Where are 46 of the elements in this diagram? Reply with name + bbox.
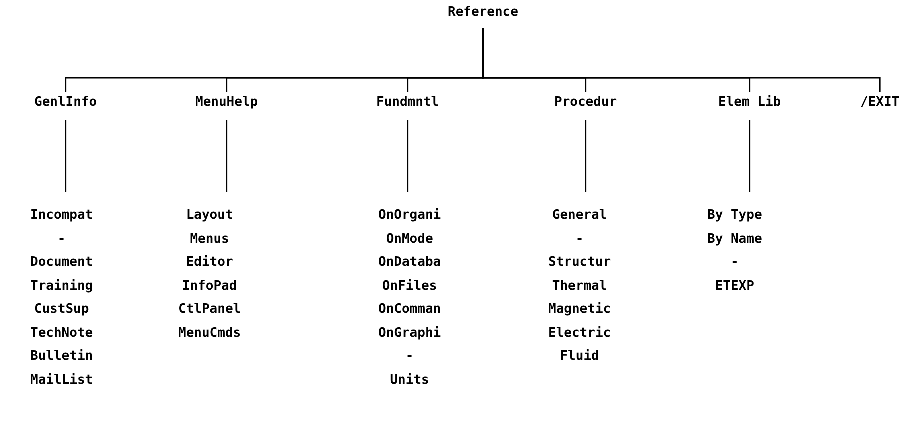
menu-item: Incompat	[30, 207, 94, 225]
menu-item: ETEXP	[714, 278, 756, 296]
menu-item: CtlPanel	[178, 301, 242, 319]
menu-item: MailList	[30, 372, 94, 390]
menu-item: Fluid	[559, 348, 600, 366]
menu-item: Units	[389, 372, 430, 390]
connector-line	[226, 120, 228, 192]
menu-item: OnMode	[385, 230, 434, 248]
menu-item: -	[404, 348, 415, 366]
menu-item: MenuCmds	[178, 324, 242, 342]
menu-item: Editor	[185, 254, 234, 272]
menu-item: OnFiles	[381, 278, 438, 296]
menu-item: General	[551, 207, 608, 225]
menu-item: OnComman	[378, 301, 442, 319]
menu-item: -	[730, 254, 740, 272]
menu-item: Magnetic	[548, 301, 612, 319]
menu-heading: MenuHelp	[196, 94, 258, 112]
menu-item: OnDataba	[378, 254, 442, 272]
menu-item: Layout	[185, 207, 234, 225]
menu-item: Document	[30, 254, 94, 272]
menu-item: CustSup	[33, 301, 90, 319]
menu-item: Menus	[189, 230, 230, 248]
connector-line	[482, 28, 881, 92]
menu-item: Structur	[548, 254, 612, 272]
menu-item: TechNote	[30, 324, 94, 342]
menu-item: Electric	[548, 324, 612, 342]
menu-item: InfoPad	[181, 278, 238, 296]
menu-item: Bulletin	[30, 348, 94, 366]
menu-heading: /EXIT	[860, 94, 900, 112]
connector-line	[585, 120, 587, 192]
menu-heading: Fundmntl	[376, 94, 440, 112]
menu-item: -	[574, 230, 585, 248]
menu-item: -	[56, 230, 67, 248]
connector-line	[65, 120, 67, 192]
menu-item: Thermal	[551, 278, 608, 296]
menu-item: By Type	[708, 207, 762, 225]
menu-item: OnOrgani	[378, 207, 442, 225]
menu-heading: Procedur	[554, 94, 618, 112]
root-menu-label: Reference	[448, 4, 518, 22]
menu-item: By Name	[708, 230, 762, 248]
menu-heading: GenlInfo	[34, 94, 98, 112]
connector-line	[407, 120, 409, 192]
menu-item: Training	[30, 278, 94, 296]
menu-heading: Elem Lib	[718, 94, 782, 112]
connector-line	[749, 120, 751, 192]
menu-item: OnGraphi	[378, 324, 442, 342]
